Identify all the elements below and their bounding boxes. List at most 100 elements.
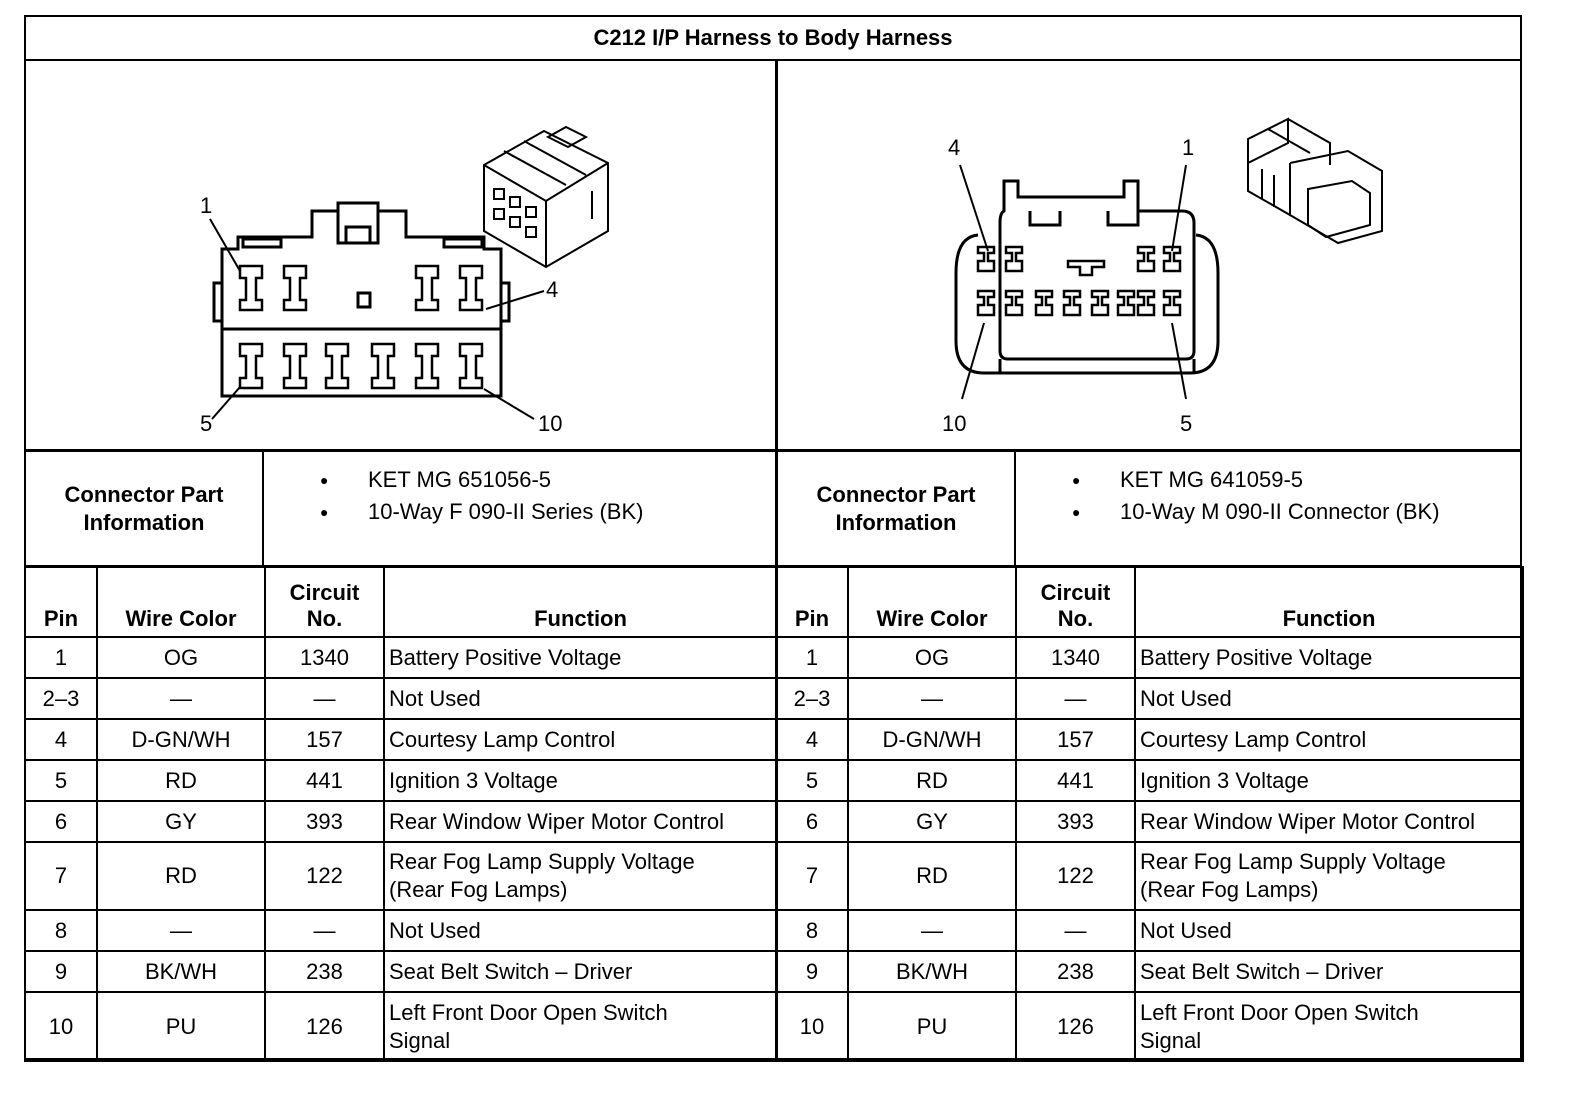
pin-cell: 10 bbox=[24, 991, 98, 1062]
circuit-cell: — bbox=[1015, 909, 1136, 952]
wire-color-cell: RD bbox=[847, 841, 1017, 911]
function-cell: Seat Belt Switch – Driver bbox=[383, 950, 778, 993]
table-row: 7 RD 122 Rear Fog Lamp Supply Voltage(Re… bbox=[775, 841, 1524, 911]
right-part-number: KET MG 641059-5 bbox=[1016, 464, 1522, 496]
circuit-cell: 157 bbox=[264, 718, 385, 761]
pin-cell: 10 bbox=[775, 991, 849, 1062]
function-cell: Not Used bbox=[383, 677, 778, 720]
pin-cell: 1 bbox=[24, 636, 98, 679]
table-row: 2–3 — — Not Used bbox=[24, 677, 778, 720]
table-row: 9 BK/WH 238 Seat Belt Switch – Driver bbox=[24, 950, 778, 993]
pin-cell: 7 bbox=[24, 841, 98, 911]
right-info-label-line2: Information bbox=[835, 509, 957, 535]
circuit-cell: 393 bbox=[264, 800, 385, 843]
wire-color-cell: RD bbox=[847, 759, 1017, 802]
table-row: 1 OG 1340 Battery Positive Voltage bbox=[24, 636, 778, 679]
function-cell: Rear Window Wiper Motor Control bbox=[1134, 800, 1524, 843]
function-cell: Not Used bbox=[1134, 677, 1524, 720]
left-info-label-line1: Connector Part bbox=[64, 481, 224, 507]
right-pin10-label: 10 bbox=[942, 411, 966, 436]
function-line2: Signal bbox=[389, 1027, 451, 1053]
left-info-label-line2: Information bbox=[83, 509, 205, 535]
table-row: 6 GY 393 Rear Window Wiper Motor Control bbox=[775, 800, 1524, 843]
pin-cell: 9 bbox=[775, 950, 849, 993]
right-pin4-label: 4 bbox=[948, 135, 960, 160]
function-line2: Signal bbox=[1140, 1027, 1202, 1053]
wire-color-cell: — bbox=[96, 677, 266, 720]
pin-cell: 5 bbox=[775, 759, 849, 802]
table-row: 7 RD 122 Rear Fog Lamp Supply Voltage(Re… bbox=[24, 841, 778, 911]
pin-cell: 5 bbox=[24, 759, 98, 802]
wire-color-cell: OG bbox=[847, 636, 1017, 679]
circuit-cell: 238 bbox=[1015, 950, 1136, 993]
function-cell: Ignition 3 Voltage bbox=[1134, 759, 1524, 802]
right-pin1-label: 1 bbox=[1182, 135, 1194, 160]
wire-color-cell: — bbox=[96, 909, 266, 952]
table-row: 9 BK/WH 238 Seat Belt Switch – Driver bbox=[775, 950, 1524, 993]
pin-cell: 6 bbox=[775, 800, 849, 843]
circuit-header-line1: Circuit bbox=[1040, 580, 1111, 605]
sheet-title: C212 I/P Harness to Body Harness bbox=[26, 17, 1520, 61]
right-connector-diagram: 4 1 10 5 bbox=[778, 61, 1522, 449]
pin-cell: 6 bbox=[24, 800, 98, 843]
male-connector-face: 4 1 10 5 bbox=[942, 117, 1383, 436]
circuit-cell: — bbox=[264, 677, 385, 720]
function-cell: Courtesy Lamp Control bbox=[383, 718, 778, 761]
table-row: 8 — — Not Used bbox=[775, 909, 1524, 952]
left-info-list: KET MG 651056-5 10-Way F 090-II Series (… bbox=[264, 464, 775, 528]
function-cell: Not Used bbox=[1134, 909, 1524, 952]
pin-header: Pin bbox=[24, 566, 98, 638]
pin-cell: 8 bbox=[24, 909, 98, 952]
right-connector-info: Connector Part Information KET MG 641059… bbox=[778, 452, 1522, 565]
function-header: Function bbox=[383, 566, 778, 638]
connector-sheet: C212 I/P Harness to Body Harness bbox=[24, 15, 1524, 1062]
function-cell: Rear Fog Lamp Supply Voltage(Rear Fog La… bbox=[1134, 841, 1524, 911]
table-row: 2–3 — — Not Used bbox=[775, 677, 1524, 720]
table-row: 1 OG 1340 Battery Positive Voltage bbox=[775, 636, 1524, 679]
table-row: 8 — — Not Used bbox=[24, 909, 778, 952]
circuit-cell: 441 bbox=[264, 759, 385, 802]
function-cell: Ignition 3 Voltage bbox=[383, 759, 778, 802]
right-info-label: Connector Part Information bbox=[778, 452, 1016, 565]
wire-color-header: Wire Color bbox=[847, 566, 1017, 638]
function-cell: Rear Window Wiper Motor Control bbox=[383, 800, 778, 843]
wire-color-cell: — bbox=[847, 677, 1017, 720]
circuit-cell: 1340 bbox=[1015, 636, 1136, 679]
pin-cell: 2–3 bbox=[24, 677, 98, 720]
pin-cell: 2–3 bbox=[775, 677, 849, 720]
table-row: 5 RD 441 Ignition 3 Voltage bbox=[775, 759, 1524, 802]
table-row: 5 RD 441 Ignition 3 Voltage bbox=[24, 759, 778, 802]
center-divider bbox=[775, 61, 778, 1061]
function-line1: Left Front Door Open Switch bbox=[1140, 999, 1419, 1025]
function-cell: Rear Fog Lamp Supply Voltage(Rear Fog La… bbox=[383, 841, 778, 911]
left-connector-diagram: 1 4 5 10 bbox=[26, 61, 775, 449]
circuit-cell: 126 bbox=[1015, 991, 1136, 1062]
pin-header: Pin bbox=[775, 566, 849, 638]
wire-color-cell: — bbox=[847, 909, 1017, 952]
circuit-cell: 1340 bbox=[264, 636, 385, 679]
left-part-number: KET MG 651056-5 bbox=[264, 464, 775, 496]
left-pin4-label: 4 bbox=[546, 277, 558, 302]
wire-color-header: Wire Color bbox=[96, 566, 266, 638]
function-cell: Not Used bbox=[383, 909, 778, 952]
circuit-cell: 238 bbox=[264, 950, 385, 993]
circuit-header-line2: No. bbox=[1057, 606, 1094, 631]
right-info-label-line1: Connector Part bbox=[816, 481, 976, 507]
right-part-description: 10-Way M 090-II Connector (BK) bbox=[1016, 496, 1522, 528]
right-info-list: KET MG 641059-5 10-Way M 090-II Connecto… bbox=[1016, 464, 1522, 528]
wire-color-cell: GY bbox=[847, 800, 1017, 843]
left-info-label: Connector Part Information bbox=[26, 452, 264, 565]
pin-cell: 7 bbox=[775, 841, 849, 911]
wire-color-cell: PU bbox=[96, 991, 266, 1062]
left-part-description: 10-Way F 090-II Series (BK) bbox=[264, 496, 775, 528]
pin-cell: 1 bbox=[775, 636, 849, 679]
wire-color-cell: BK/WH bbox=[847, 950, 1017, 993]
left-pin1-label: 1 bbox=[200, 193, 212, 218]
left-pin5-label: 5 bbox=[200, 411, 212, 436]
